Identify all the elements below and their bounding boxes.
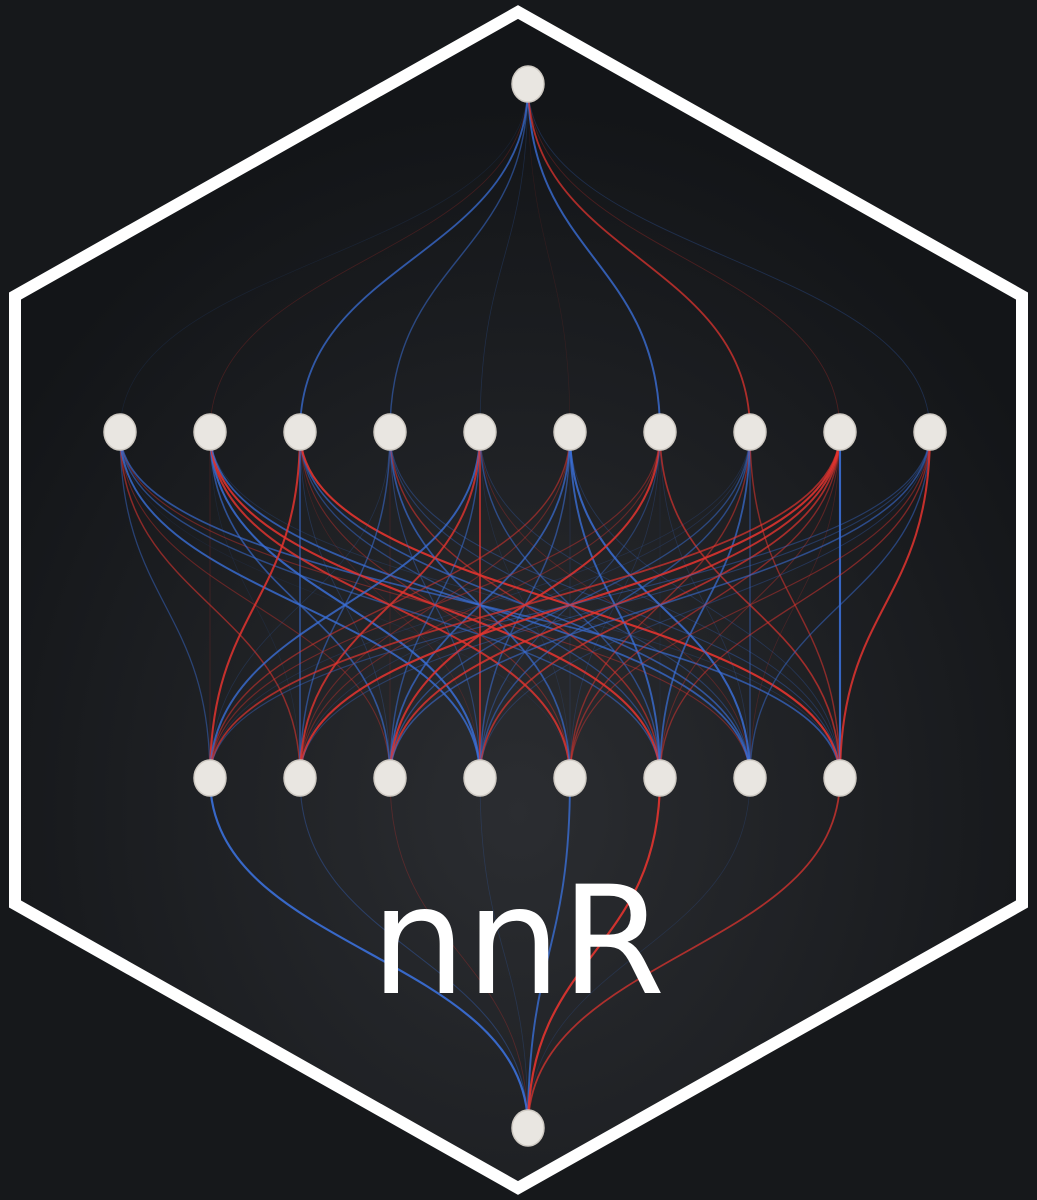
logo-title: nnR	[371, 855, 665, 1029]
network-edge	[299, 777, 529, 1129]
network-node	[643, 759, 677, 797]
network-edge	[209, 431, 841, 779]
network-node	[913, 413, 947, 451]
network-edge	[208, 431, 302, 779]
network-node	[193, 759, 227, 797]
network-edge	[298, 431, 842, 779]
network-nodes	[103, 65, 947, 1147]
network-node	[733, 413, 767, 451]
network-edge	[527, 777, 571, 1129]
network-edge	[209, 431, 391, 779]
network-edge	[659, 431, 931, 779]
network-edge	[659, 431, 841, 779]
network-node	[373, 759, 407, 797]
network-node	[463, 759, 497, 797]
network-node	[553, 413, 587, 451]
network-edge	[659, 431, 841, 779]
network-node	[283, 759, 317, 797]
network-edge	[119, 431, 301, 779]
network-edge	[299, 431, 571, 779]
network-edge	[838, 431, 932, 779]
network-node	[823, 759, 857, 797]
network-edge	[527, 777, 751, 1129]
network-edge	[479, 431, 931, 779]
network-edge	[479, 777, 529, 1129]
network-node	[103, 413, 137, 451]
network-edge	[209, 431, 751, 779]
neural-network	[103, 65, 947, 1147]
network-node	[373, 413, 407, 451]
network-edge	[299, 83, 529, 433]
network-edge	[479, 83, 529, 433]
network-edges	[119, 83, 932, 1129]
network-edge	[389, 431, 481, 779]
network-node	[193, 413, 227, 451]
network-edge	[209, 431, 931, 779]
network-node	[283, 413, 317, 451]
network-edge	[526, 777, 662, 1129]
hex-border	[9, 5, 1028, 1195]
network-edge	[569, 431, 931, 779]
network-edge	[209, 83, 529, 433]
network-edge	[527, 83, 931, 433]
network-edge	[389, 431, 571, 779]
network-edge	[119, 83, 529, 433]
network-edge	[208, 777, 530, 1129]
network-edge	[527, 83, 841, 433]
network-node	[733, 759, 767, 797]
network-edge	[299, 431, 661, 779]
network-edge	[527, 83, 571, 433]
network-node	[511, 1109, 545, 1147]
network-edge	[527, 83, 751, 433]
network-edge	[119, 431, 211, 779]
network-node	[643, 413, 677, 451]
network-edge	[299, 431, 931, 779]
network-edge	[389, 431, 841, 779]
network-edge	[569, 431, 841, 779]
network-edge	[209, 431, 481, 779]
network-edge	[389, 431, 931, 779]
network-node	[553, 759, 587, 797]
network-edge	[389, 83, 529, 433]
network-edge	[527, 777, 841, 1129]
network-edge	[749, 431, 931, 779]
network-node	[823, 413, 857, 451]
network-node	[511, 65, 545, 103]
network-edge	[527, 83, 661, 433]
network-node	[463, 413, 497, 451]
network-edge	[389, 777, 529, 1129]
network-edge	[209, 431, 661, 779]
network-edge	[209, 431, 571, 779]
